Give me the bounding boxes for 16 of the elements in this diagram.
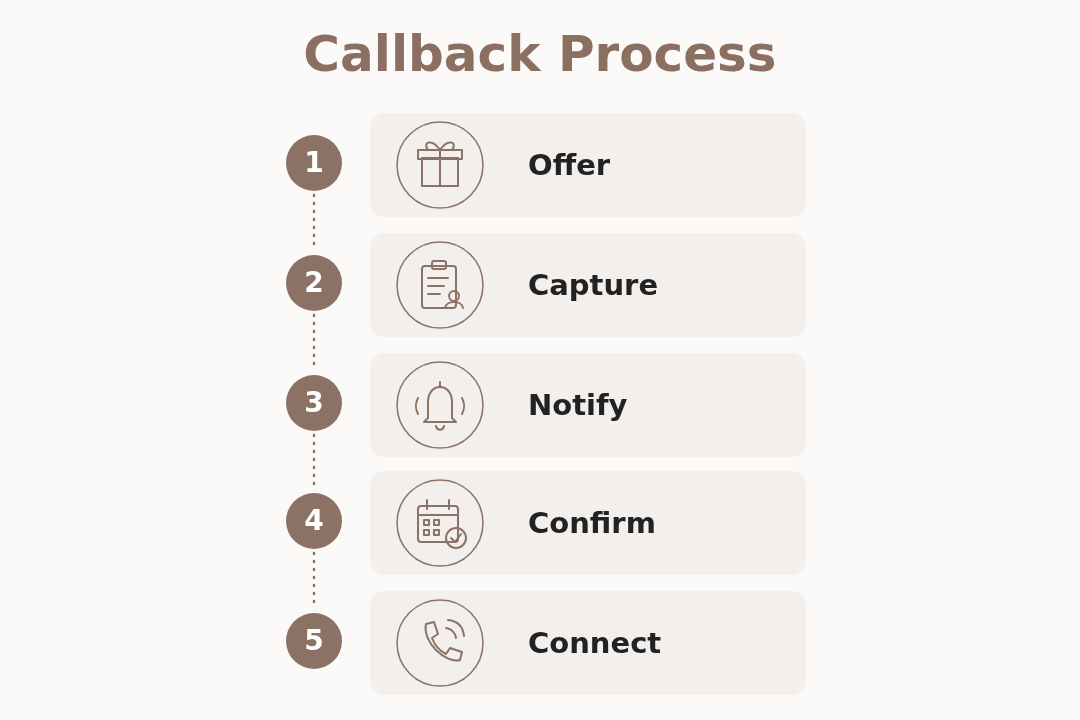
step-label: Notify (528, 387, 628, 424)
step-card (370, 113, 806, 217)
step-number: 3 (286, 375, 342, 431)
step-number: 2 (286, 255, 342, 311)
step-card (370, 471, 806, 575)
step-card (370, 591, 806, 695)
step-label: Confirm (528, 505, 656, 542)
step-card (370, 233, 806, 337)
title: Callback Process (302, 24, 778, 85)
step-label: Capture (528, 267, 659, 304)
step-card (370, 353, 806, 457)
step-number: 1 (286, 135, 342, 191)
step-number: 4 (286, 493, 342, 549)
step-number: 5 (286, 613, 342, 669)
step-label: Offer (528, 147, 611, 184)
step-label: Connect (528, 625, 662, 662)
